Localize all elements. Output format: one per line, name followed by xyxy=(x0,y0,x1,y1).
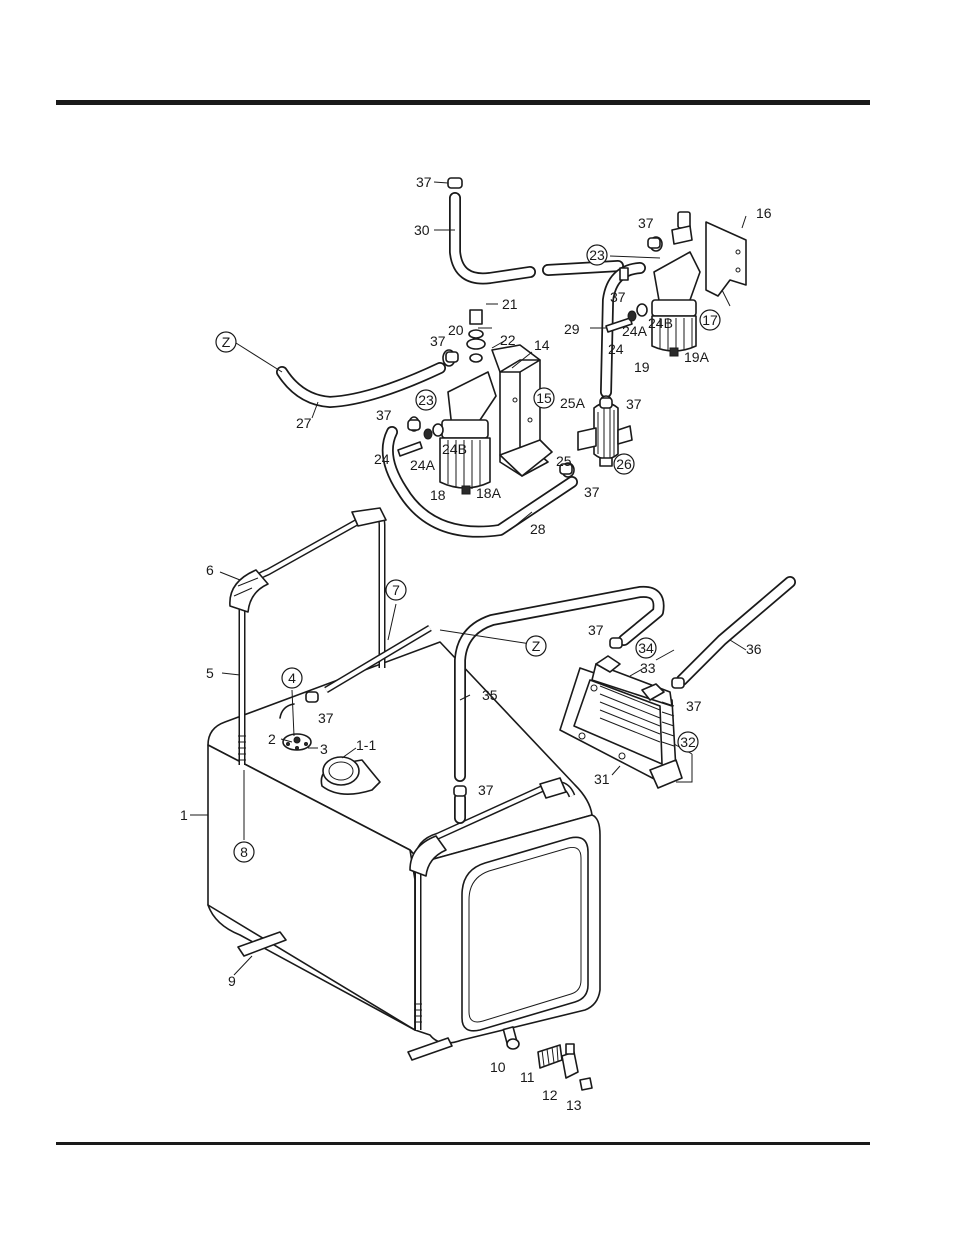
label-24a-b: 24A xyxy=(622,323,648,339)
label-13: 13 xyxy=(566,1097,582,1113)
label-6: 6 xyxy=(206,562,214,578)
label-24-a: 24 xyxy=(374,451,390,467)
label-37-k: 37 xyxy=(478,782,494,798)
label-24-b: 24 xyxy=(608,341,624,357)
label-19: 19 xyxy=(634,359,650,375)
fuel-sender xyxy=(283,734,311,750)
label-31: 31 xyxy=(594,771,610,787)
label-29: 29 xyxy=(564,321,580,337)
callout-z-a: Z xyxy=(222,334,231,350)
label-16: 16 xyxy=(756,205,772,221)
callout-34: 34 xyxy=(638,640,654,656)
callout-32: 32 xyxy=(680,734,696,750)
label-18a: 18A xyxy=(476,485,502,501)
label-18: 18 xyxy=(430,487,446,503)
label-3: 3 xyxy=(320,741,328,757)
label-28: 28 xyxy=(530,521,546,537)
label-1-1: 1-1 xyxy=(356,737,376,753)
label-11: 11 xyxy=(520,1069,535,1085)
label-25: 25 xyxy=(556,453,572,469)
filter-bracket-14 xyxy=(492,345,552,476)
label-37-g: 37 xyxy=(584,484,600,500)
callout-z-b: Z xyxy=(532,638,541,654)
label-37-d: 37 xyxy=(430,333,446,349)
label-10: 10 xyxy=(490,1059,506,1075)
label-19a: 19A xyxy=(684,349,710,365)
label-12: 12 xyxy=(542,1087,558,1103)
callout-23-a: 23 xyxy=(418,392,434,408)
callout-17: 17 xyxy=(702,312,718,328)
label-20: 20 xyxy=(448,322,464,338)
drain-fittings xyxy=(503,1027,592,1090)
label-14: 14 xyxy=(534,337,550,353)
label-37-i: 37 xyxy=(318,710,334,726)
label-37-j: 37 xyxy=(686,698,702,714)
callout-8: 8 xyxy=(240,844,248,860)
label-24a-a: 24A xyxy=(410,457,436,473)
label-22: 22 xyxy=(500,332,516,348)
label-21: 21 xyxy=(502,296,518,312)
callout-23-b: 23 xyxy=(589,247,605,263)
label-37-b: 37 xyxy=(638,215,654,231)
label-35: 35 xyxy=(482,687,498,703)
callout-4: 4 xyxy=(288,670,296,686)
fuel-tank xyxy=(208,642,600,1043)
label-30: 30 xyxy=(414,222,430,238)
callout-15: 15 xyxy=(536,390,552,406)
callout-26: 26 xyxy=(616,456,632,472)
label-33: 33 xyxy=(640,660,656,676)
label-24b-a: 24B xyxy=(442,441,467,457)
label-25a: 25A xyxy=(560,395,586,411)
callout-7: 7 xyxy=(392,582,400,598)
label-9: 9 xyxy=(228,973,236,989)
label-1: 1 xyxy=(180,807,188,823)
label-27: 27 xyxy=(296,415,312,431)
label-37-e: 37 xyxy=(376,407,392,423)
label-37-a: 37 xyxy=(416,174,432,190)
label-24b-b: 24B xyxy=(648,315,673,331)
cooler-31 xyxy=(560,656,682,788)
bottom-pad-9b xyxy=(408,1038,452,1060)
label-37-h: 37 xyxy=(588,622,604,638)
label-37-f: 37 xyxy=(626,396,642,412)
label-37-c: 37 xyxy=(610,289,626,305)
label-5: 5 xyxy=(206,665,214,681)
label-36: 36 xyxy=(746,641,762,657)
label-2: 2 xyxy=(268,731,276,747)
